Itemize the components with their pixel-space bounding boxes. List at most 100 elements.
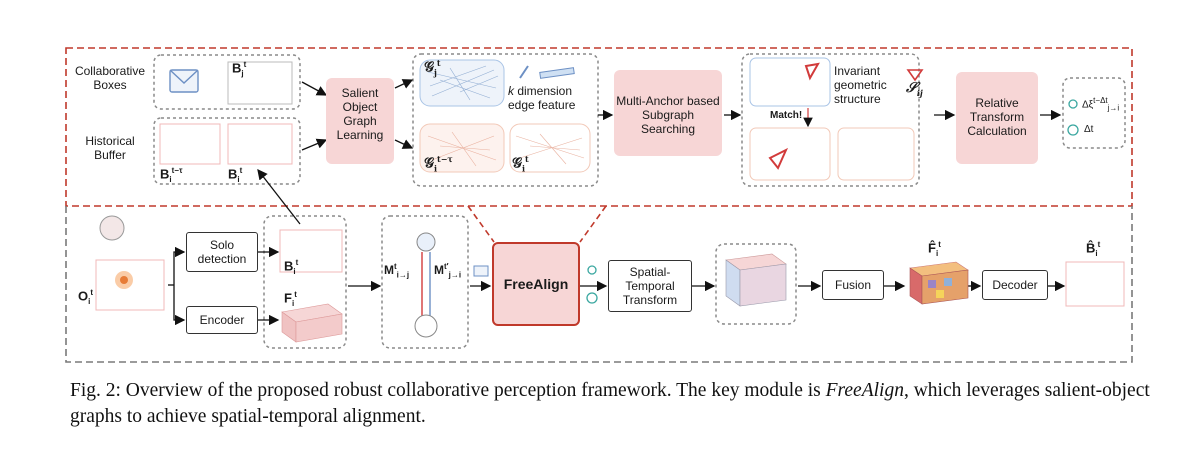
f-i-t-label: Fit [284, 290, 297, 308]
b-hat-base: B̂ [1086, 240, 1096, 256]
detections-group [263, 215, 347, 349]
location-icon [1068, 99, 1078, 109]
stt-label: Spatial-Temporal Transform [622, 265, 678, 307]
hist-panel-2 [227, 123, 293, 165]
match-label: Match! [770, 110, 803, 121]
b-i-t-lower-label: Bit [284, 258, 298, 276]
f-hat-base: F̂ [928, 240, 936, 256]
f-i-t-sup: t [294, 290, 297, 299]
m-j-i-label: Mt′j→i [434, 262, 461, 279]
arrow-det-hist [257, 168, 301, 225]
arrow-sogl-gj [394, 79, 414, 89]
b-i-t-upper-sup: t [239, 166, 243, 175]
m-j-i-base: M [434, 263, 444, 277]
b-hat-sub: i [1095, 248, 1098, 258]
match-triangle-i [768, 147, 789, 170]
collaborative-boxes-label: Collaborative Boxes [74, 64, 146, 92]
b-i-t-upper-label: Bit [228, 166, 242, 184]
b-i-t-tau-sub: i [169, 174, 172, 184]
fusion-label: Fusion [834, 278, 872, 292]
relative-transform-label: Relative Transform Calculation [967, 96, 1027, 138]
encoder-box [186, 306, 258, 334]
collab-group [153, 54, 301, 110]
delta-xi-sup: t−Δt [1093, 96, 1108, 105]
caption-suffix: , which leverages salient-object graphs … [70, 380, 1150, 427]
edge-feature-text: dimension edge feature [508, 84, 576, 112]
m-i-j-label: Mti→j [384, 262, 409, 279]
edge-feature-label: k dimension edge feature [508, 84, 602, 112]
b-j-t-sup: t [243, 60, 247, 69]
ego-vehicle-icon [99, 215, 125, 241]
b-i-t-lower-sup: t [295, 258, 299, 267]
graph-j-edges [427, 65, 499, 101]
match-panel-i1 [749, 127, 831, 181]
vehicle-icon-top [416, 232, 436, 252]
graph-i-tau-edges [427, 131, 497, 167]
b-hat-sup: t [1097, 240, 1101, 249]
b-j-t-base: B [232, 60, 242, 76]
graph-i-panel [509, 123, 591, 173]
graph-i-edges [515, 133, 585, 165]
decoder-box [982, 270, 1048, 300]
b-i-t-tau-label: Bit−τ [160, 166, 183, 184]
m-j-i-sup: t′ [444, 262, 449, 271]
m-i-j-sub: i→j [396, 270, 410, 280]
timer-icon-lower [586, 292, 598, 304]
solo-detection-box [186, 232, 258, 272]
f-hat-sub: i [935, 248, 939, 258]
m-i-j-base: M [384, 263, 394, 277]
g-j-t-sub: j [433, 67, 437, 78]
arrow-sogl-gi [394, 139, 414, 149]
vehicle-icon-bottom [414, 314, 438, 338]
output-panel [1065, 261, 1125, 307]
figure-caption: Fig. 2: Overview of the proposed robust … [70, 378, 1170, 430]
graph-group [412, 53, 599, 187]
s-ij-sub: ij [916, 87, 923, 98]
o-i-t-label: Oit [78, 288, 93, 306]
g-j-t-base: 𝒢 [424, 59, 434, 76]
arrow-obs-solo [173, 246, 186, 285]
feature-grid [281, 303, 343, 343]
collab-panel [227, 61, 293, 105]
aligned-feature-stack [725, 253, 787, 307]
caption-emph: FreeAlign [825, 380, 904, 401]
delta-xi-label: Δξt−Δtj→i [1082, 96, 1119, 112]
b-j-t-sub: j [241, 68, 244, 78]
detection-panel [279, 229, 343, 273]
b-i-t-lower-sub: i [293, 266, 296, 276]
timer-icon [1067, 124, 1079, 136]
arrow-hist-sogl [301, 138, 328, 151]
match-triangle-j [804, 62, 820, 81]
s-ij-base: 𝒮 [906, 80, 917, 96]
edge-feature-bar [539, 67, 575, 79]
zoom-line-left [467, 205, 495, 243]
b-i-t-tau-base: B [160, 166, 170, 182]
o-i-t-sup: t [90, 288, 94, 297]
history-group [153, 117, 301, 185]
fusion-box [822, 270, 884, 300]
fused-feature-cube [909, 261, 969, 305]
m-j-i-sub: j→i [448, 270, 462, 280]
mail-icon-small [473, 265, 489, 277]
graph-j-panel [419, 59, 505, 107]
b-i-t-upper-base: B [228, 166, 238, 182]
lower-stage-frame [65, 206, 1133, 363]
mail-icon-flap [169, 69, 199, 84]
salient-graph-module [326, 78, 394, 164]
g-i-t-sup: t [525, 154, 529, 164]
encoder-label: Encoder [199, 313, 245, 327]
output-group [1062, 77, 1126, 149]
b-i-t-tau-sup: t−τ [171, 166, 183, 175]
s-ij-label: 𝒮ij [906, 80, 923, 98]
relative-transform-module [956, 72, 1038, 164]
g-i-t-tau-label: 𝒢it−τ [424, 154, 453, 173]
location-icon-lower [587, 265, 597, 275]
freealign-module [492, 242, 580, 326]
g-i-t-sub: i [521, 163, 526, 174]
b-i-t-lower-base: B [284, 258, 294, 274]
b-hat-label: B̂it [1086, 240, 1100, 258]
decoder-label: Decoder [992, 278, 1038, 292]
b-i-t-upper-sub: i [237, 174, 240, 184]
